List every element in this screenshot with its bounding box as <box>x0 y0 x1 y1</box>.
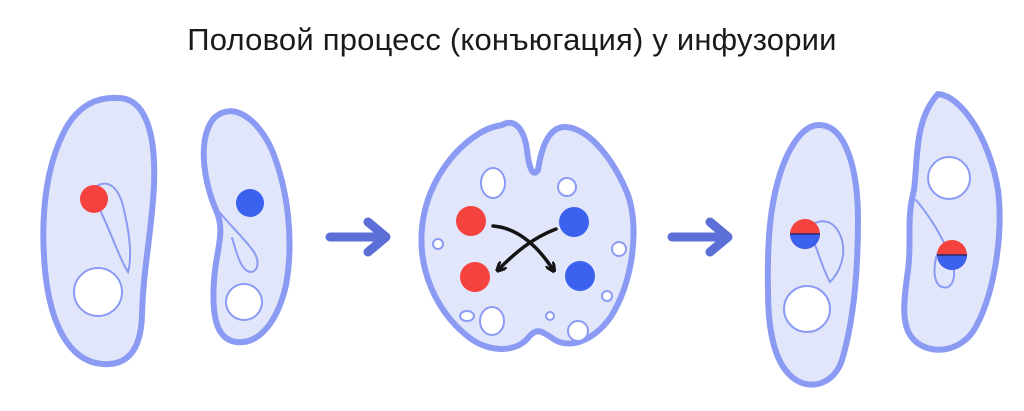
vacuole-left-after <box>783 285 831 333</box>
page-title: Половой процесс (конъюгация) у инфузории <box>187 22 837 57</box>
vacuole <box>432 238 444 250</box>
ciliate-cell-right <box>200 108 293 346</box>
ciliate-cell-right-after <box>901 91 1003 353</box>
nucleus-mixed-right <box>937 240 967 270</box>
nucleus-red-left <box>80 185 108 213</box>
vacuole <box>545 311 555 321</box>
oral-groove-left <box>91 182 132 275</box>
vacuole-left <box>73 267 123 317</box>
stage-2-conjugation-exchange <box>418 119 637 352</box>
vacuole <box>601 290 613 302</box>
progress-arrow-1 <box>325 217 391 257</box>
vacuole <box>459 310 475 322</box>
oral-groove-left-after <box>803 220 845 284</box>
exchange-arrow-red-to-right <box>491 224 552 268</box>
nucleus-red-bottom <box>460 262 490 292</box>
oral-groove-right-after <box>915 199 956 289</box>
oral-groove-right <box>209 199 259 274</box>
nucleus-blue-right <box>236 189 264 217</box>
nucleus-blue-top <box>559 207 589 237</box>
exchange-arrow-blue-to-left <box>500 227 558 268</box>
nucleus-mixed-left <box>790 219 820 249</box>
vacuole-right-after <box>927 156 971 200</box>
conjugating-pair-body <box>418 119 637 352</box>
vacuole-right <box>225 283 263 321</box>
stage-3-separated-after-exchange <box>764 91 1003 388</box>
vacuole <box>611 241 627 257</box>
vacuole <box>557 177 577 197</box>
progress-arrow-2 <box>667 217 733 257</box>
vacuole <box>479 306 505 336</box>
vacuole <box>567 320 589 342</box>
ciliate-cell-left <box>40 94 158 368</box>
nucleus-red-top <box>456 206 486 236</box>
vacuole <box>480 167 506 199</box>
stage-1-separate-cells <box>40 94 293 368</box>
nucleus-blue-bottom <box>565 261 595 291</box>
ciliate-cell-left-after <box>764 122 861 388</box>
